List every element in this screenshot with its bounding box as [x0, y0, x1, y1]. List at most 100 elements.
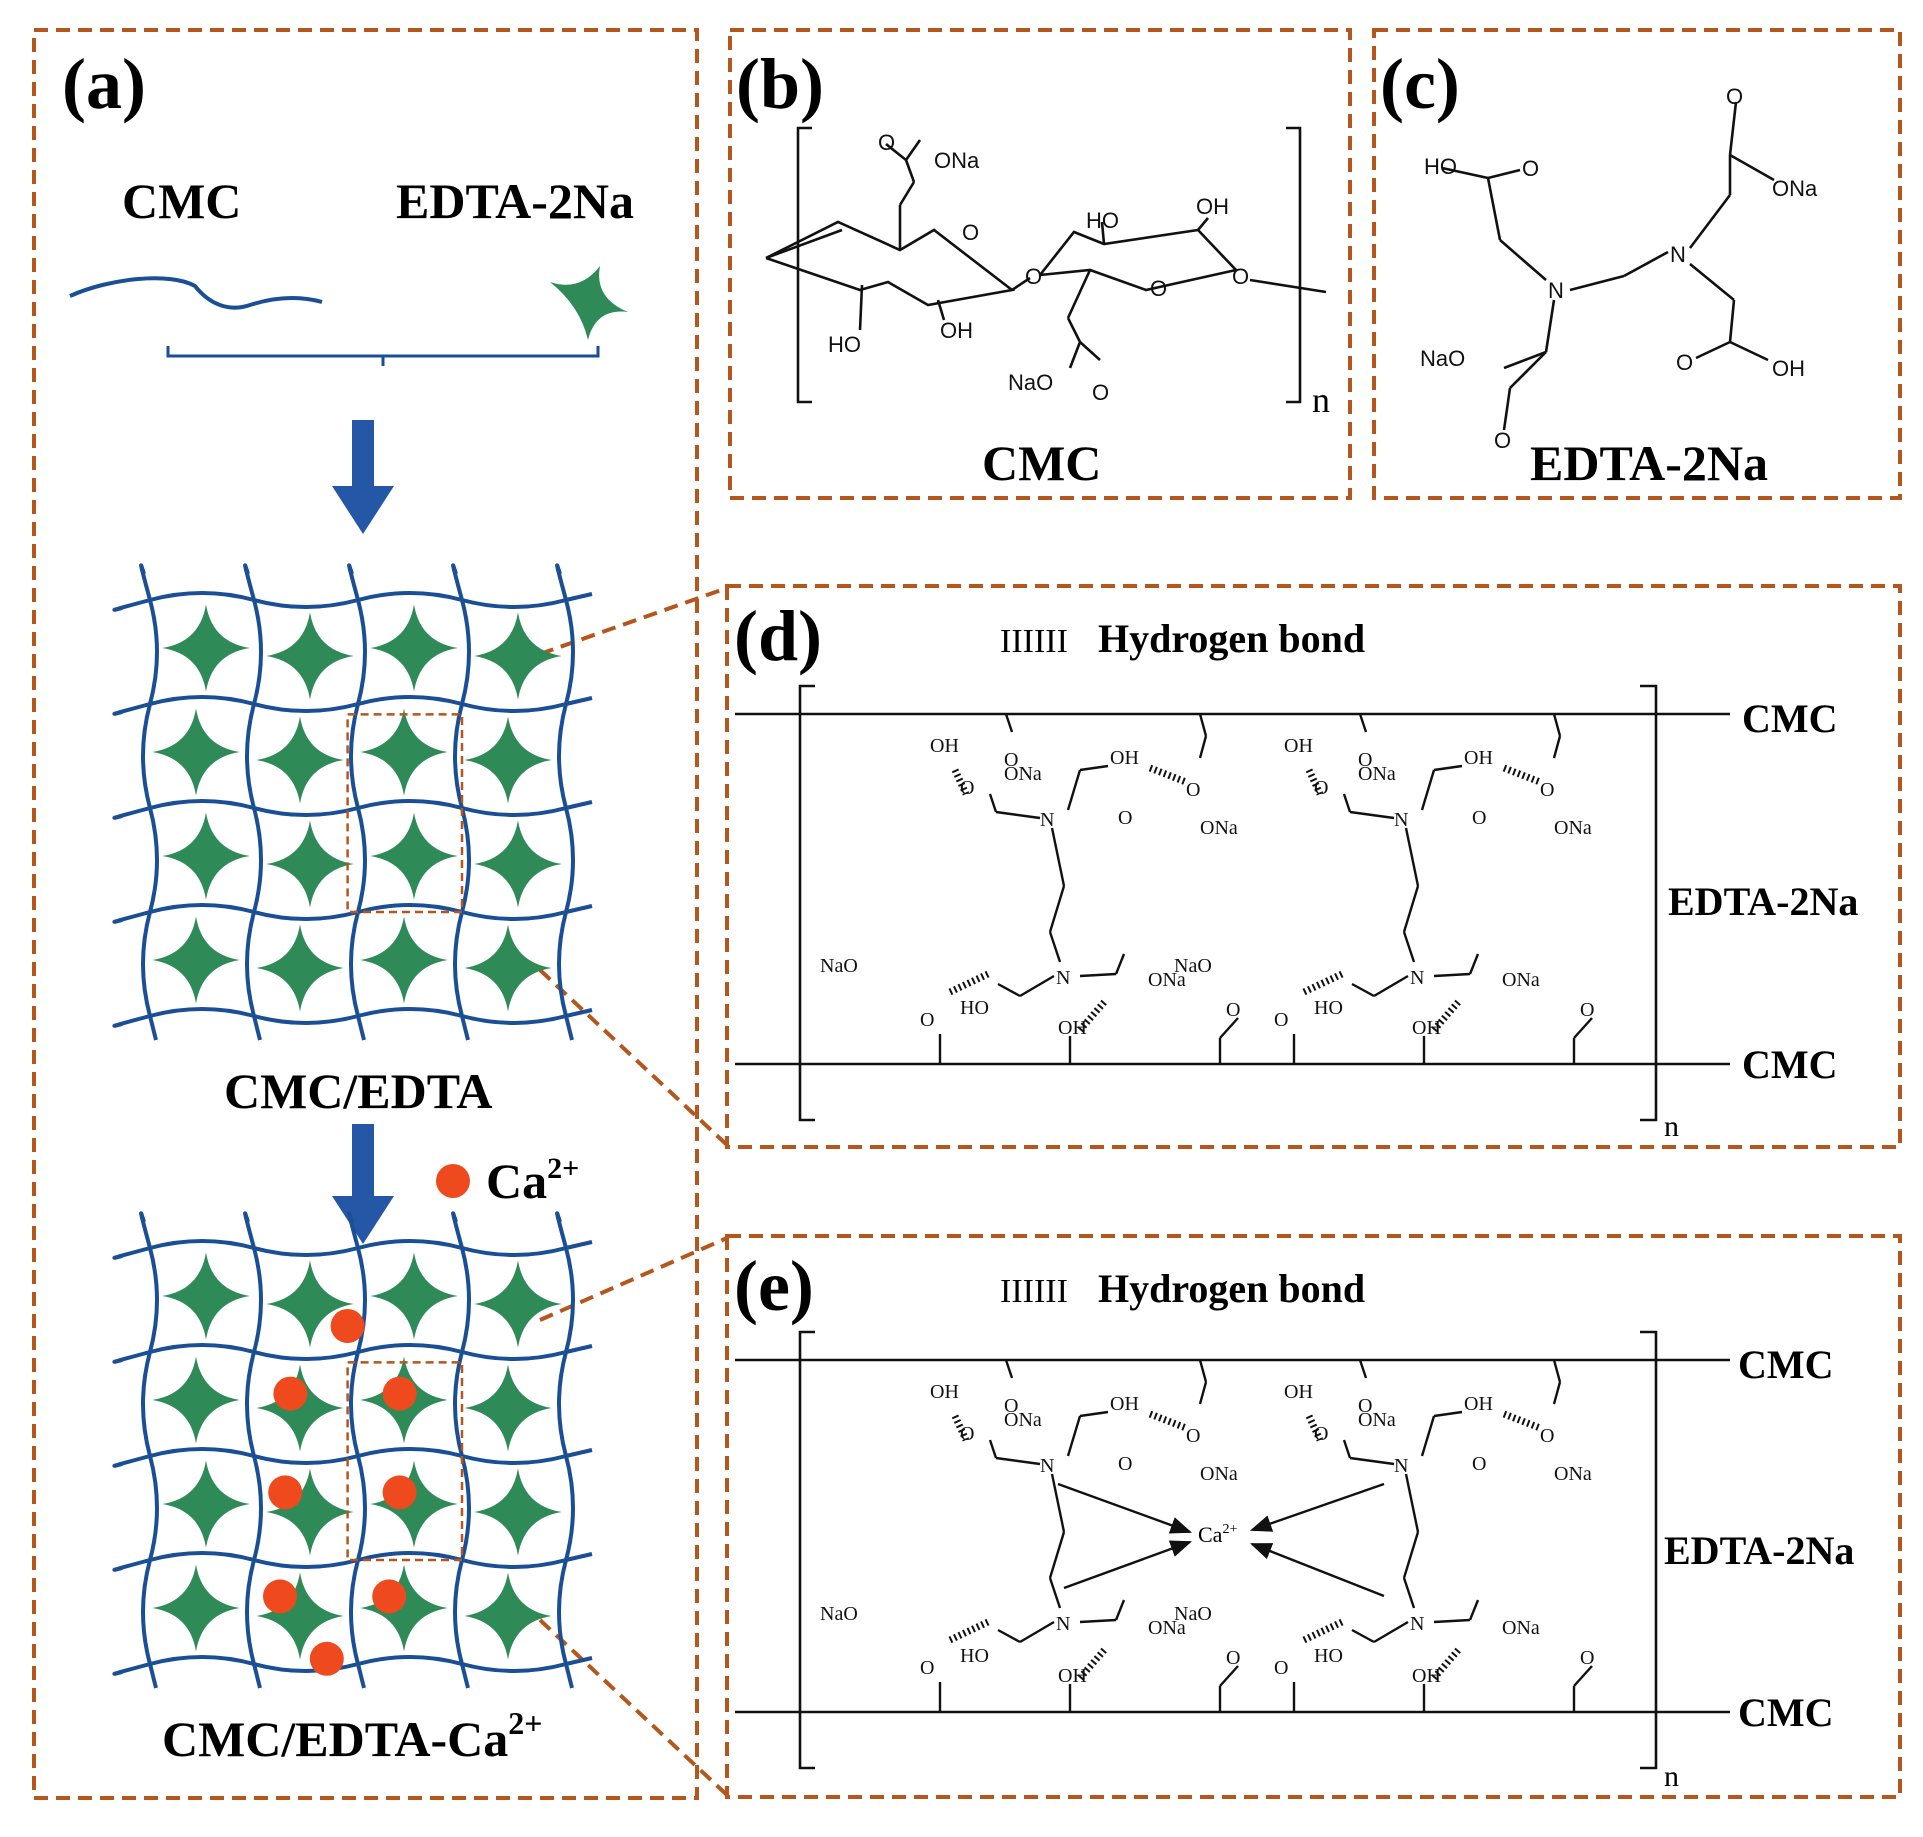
down-arrow-2 [332, 1124, 394, 1244]
edta-star [464, 924, 552, 1012]
svg-text:O: O [962, 220, 979, 245]
atom-label: OH [1284, 1381, 1313, 1403]
atom-label: OH [930, 1381, 959, 1403]
bond [1552, 1359, 1562, 1383]
atom-label: OH [1110, 747, 1139, 769]
bond [997, 982, 1021, 998]
bond [995, 1456, 1041, 1466]
edta-star [464, 1364, 552, 1452]
cmc-bottom-label-d: CMC [1742, 1042, 1838, 1087]
bond [1552, 713, 1562, 737]
edta-star [360, 708, 448, 796]
bond [1048, 885, 1066, 933]
bond [1198, 713, 1208, 737]
panel-c-caption: EDTA-2Na [1530, 435, 1768, 491]
atom-label: OH [1412, 1665, 1441, 1687]
hydrogen-bond [1502, 764, 1542, 786]
hydrogen-bond [1077, 1645, 1109, 1681]
bond [1433, 1410, 1463, 1418]
calcium-ion [372, 1579, 407, 1614]
atom-label: O [920, 1657, 934, 1679]
left-bracket [798, 684, 815, 1122]
atom-label: HO [960, 1645, 989, 1667]
cmc-chain [112, 1655, 593, 1676]
edta-star [474, 612, 562, 700]
atom-label: O [960, 777, 974, 799]
edta-star [464, 716, 552, 804]
edta-star [152, 708, 240, 796]
atom-label: O [1004, 1395, 1018, 1417]
bond [997, 1628, 1021, 1644]
panel-b-label: (b) [736, 44, 824, 124]
calcium-ion [330, 1309, 365, 1343]
bond [1433, 972, 1471, 978]
cmc-chain [555, 563, 575, 1041]
calcium-ion [382, 1376, 417, 1411]
zoom-region [346, 1361, 464, 1562]
atom-label: OH [1284, 735, 1313, 757]
atom-label: OH [1110, 1393, 1139, 1415]
bond [1048, 1577, 1062, 1609]
edta-star [474, 1260, 562, 1348]
down-arrow-1 [332, 420, 394, 534]
edta-structure [1441, 101, 1775, 431]
svg-text:O: O [1494, 428, 1511, 453]
atom-label: N [1410, 1613, 1424, 1635]
atom-label: NaO [820, 1603, 858, 1625]
cmc-structure [765, 126, 1327, 404]
bond [995, 810, 1041, 820]
atom-label: ONa [1200, 817, 1238, 839]
atom-label: N [1056, 1613, 1070, 1635]
svg-text:O: O [1676, 350, 1693, 375]
bond [1420, 769, 1436, 811]
bond [1048, 931, 1062, 963]
edta-star [162, 1252, 250, 1340]
panel-b-border [728, 28, 1352, 500]
svg-text:OH: OH [1772, 356, 1805, 381]
cmc-top-label-d: CMC [1742, 696, 1838, 741]
atom-label: N [1410, 967, 1424, 989]
svg-text:OH: OH [940, 318, 973, 343]
bond [1420, 1415, 1436, 1457]
svg-text:HO: HO [1086, 208, 1119, 233]
zoom-region [346, 713, 464, 914]
calcium-ion [382, 1475, 417, 1510]
panel-b-caption: CMC [982, 435, 1101, 491]
atom-label: ONa [1148, 1617, 1186, 1639]
atom-label: O [1186, 1425, 1200, 1447]
panel-c-label: (c) [1380, 44, 1460, 124]
atom-label: O [1314, 1423, 1328, 1445]
svg-text:NaO: NaO [1420, 346, 1465, 371]
cmc-label: CMC [122, 173, 241, 229]
hydrogen-bond [1148, 1410, 1188, 1432]
cmc-chain [451, 1211, 471, 1689]
panel-e-label: (e) [734, 1246, 814, 1326]
coord-arrow-1 [1057, 1482, 1193, 1534]
cmc-chain [112, 695, 593, 716]
bond [1349, 810, 1395, 820]
cmc-chain [112, 1343, 593, 1364]
edta-star [370, 604, 458, 692]
hbond-legend-mark-e: IIIIII [1000, 1273, 1068, 1310]
cmc-chain [112, 903, 593, 924]
atom-label: OH [1464, 1393, 1493, 1415]
atom-label: O [1226, 1647, 1240, 1669]
bond [1468, 953, 1480, 975]
bond [1373, 974, 1409, 998]
atom-label: ONa [1358, 763, 1396, 785]
edta-star [464, 1572, 552, 1660]
cmc-top-label-e: CMC [1738, 1342, 1834, 1387]
bond [1050, 1473, 1066, 1533]
edta-star [152, 916, 240, 1004]
bond [1079, 972, 1117, 978]
svg-text:O: O [1726, 84, 1743, 109]
edta-star [550, 266, 628, 340]
bond [1433, 764, 1463, 772]
atom-label: NaO [820, 955, 858, 977]
bond [1066, 1415, 1082, 1457]
svg-text:OH: OH [1196, 194, 1229, 219]
network2-caption: CMC/EDTA-Ca2+ [162, 1705, 543, 1767]
repeat-n-d: n [1664, 1110, 1679, 1143]
hydrogen-bond [1502, 1410, 1542, 1432]
